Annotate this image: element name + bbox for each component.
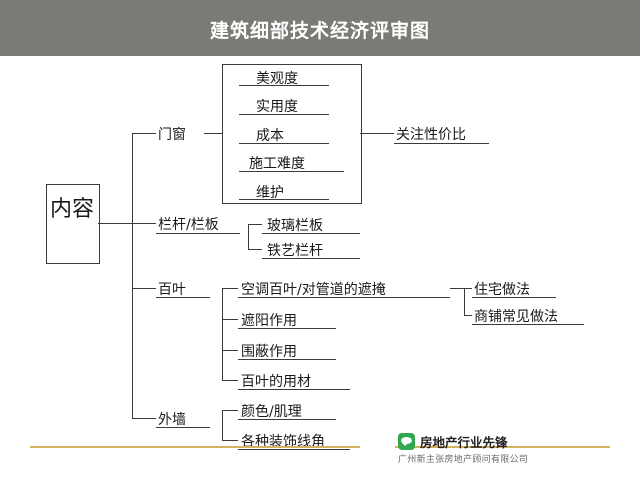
leaf-label-2-1: 玻璃栏板 bbox=[267, 218, 323, 234]
branch-2-stem-1 bbox=[248, 224, 262, 225]
leaf-label-3-2: 遮阳作用 bbox=[241, 313, 297, 329]
branch-2-stem-2 bbox=[248, 249, 262, 250]
branch-1-stem bbox=[204, 133, 222, 134]
branch-3-sub-connector bbox=[450, 288, 464, 289]
branch-3-underline bbox=[156, 297, 210, 298]
leaf-label-2-2: 铁艺栏杆 bbox=[267, 243, 323, 259]
branch-3-sub-stem-2 bbox=[464, 315, 472, 316]
wechat-account-name: 房地产行业先锋 bbox=[420, 435, 508, 450]
leaf-label-3-sub-1: 住宅做法 bbox=[474, 282, 530, 298]
leaf-label-1-5: 维护 bbox=[256, 185, 284, 201]
branch-connector-4 bbox=[132, 418, 156, 419]
leaf-label-3-3: 围蔽作用 bbox=[241, 344, 297, 360]
leaf-underline-4-2 bbox=[238, 449, 350, 450]
branch-connector-1 bbox=[132, 133, 156, 134]
branch-label-3: 百叶 bbox=[158, 282, 186, 298]
branch-3-spine bbox=[222, 288, 223, 380]
branch-3-stem-2 bbox=[222, 319, 238, 320]
branch-4-underline bbox=[156, 427, 210, 428]
branch-connector-2 bbox=[132, 223, 156, 224]
branch-1-note-underline bbox=[394, 143, 489, 144]
branch-4-stem-2 bbox=[222, 440, 238, 441]
branch-3-sub-spine bbox=[464, 288, 465, 315]
leaf-label-4-2: 各种装饰线角 bbox=[241, 434, 325, 450]
root-node-box bbox=[46, 184, 100, 264]
page-title: 建筑细部技术经济评审图 bbox=[209, 20, 430, 42]
leaf-label-1-2: 实用度 bbox=[256, 99, 298, 115]
leaf-underline-3-3 bbox=[238, 359, 336, 360]
leaf-label-4-1: 颜色/肌理 bbox=[241, 404, 302, 420]
leaf-underline-2-1 bbox=[262, 233, 360, 234]
branch-connector-3 bbox=[132, 288, 156, 289]
branch-1-note-connector bbox=[360, 133, 394, 134]
leaf-underline-1-2 bbox=[239, 114, 329, 115]
leaf-underline-3-sub-2 bbox=[472, 324, 584, 325]
branch-1-group-box bbox=[222, 64, 362, 204]
branch-1-note-label: 关注性价比 bbox=[396, 127, 466, 143]
leaf-underline-1-5 bbox=[239, 199, 329, 200]
branch-3-stem-1 bbox=[222, 288, 238, 289]
branch-3-stem-3 bbox=[222, 350, 238, 351]
wechat-account: 房地产行业先锋 bbox=[398, 432, 508, 451]
leaf-underline-3-2 bbox=[238, 328, 336, 329]
branch-4-spine bbox=[222, 410, 223, 440]
branch-label-2: 栏杆/栏板 bbox=[158, 217, 219, 233]
branch-label-4: 外墙 bbox=[158, 412, 186, 428]
leaf-underline-1-3 bbox=[239, 143, 329, 144]
leaf-underline-1-4 bbox=[239, 171, 344, 172]
branch-2-underline bbox=[156, 233, 240, 234]
leaf-label-3-1: 空调百叶/对管道的遮掩 bbox=[241, 282, 386, 298]
leaf-underline-1-1 bbox=[239, 85, 329, 86]
leaf-underline-2-2 bbox=[262, 258, 360, 259]
leaf-underline-4-1 bbox=[238, 419, 336, 420]
root-spine bbox=[132, 133, 133, 418]
leaf-label-1-3: 成本 bbox=[256, 128, 284, 144]
footer-company-name: 广州新主张房地产顾问有限公司 bbox=[398, 455, 529, 465]
leaf-label-3-sub-2: 商铺常见做法 bbox=[474, 309, 558, 325]
branch-2-spine bbox=[248, 224, 249, 249]
branch-4-stem-1 bbox=[222, 410, 238, 411]
branch-3-stem-4 bbox=[222, 380, 238, 381]
footer-rule-left bbox=[30, 446, 360, 448]
root-node-label: 内容 bbox=[50, 197, 95, 222]
leaf-label-3-4: 百叶的用材 bbox=[241, 374, 311, 390]
header-bar: 建筑细部技术经济评审图 bbox=[0, 0, 640, 56]
leaf-underline-3-4 bbox=[238, 389, 350, 390]
wechat-icon bbox=[398, 433, 415, 450]
branch-label-1: 门窗 bbox=[158, 127, 186, 143]
leaf-label-1-1: 美观度 bbox=[256, 71, 298, 87]
leaf-underline-3-sub-1 bbox=[472, 297, 556, 298]
branch-3-sub-stem-1 bbox=[464, 288, 472, 289]
leaf-label-1-4: 施工难度 bbox=[249, 156, 305, 172]
footer-rule-right bbox=[395, 446, 610, 448]
leaf-underline-3-1 bbox=[238, 297, 450, 298]
root-connector bbox=[98, 223, 132, 224]
